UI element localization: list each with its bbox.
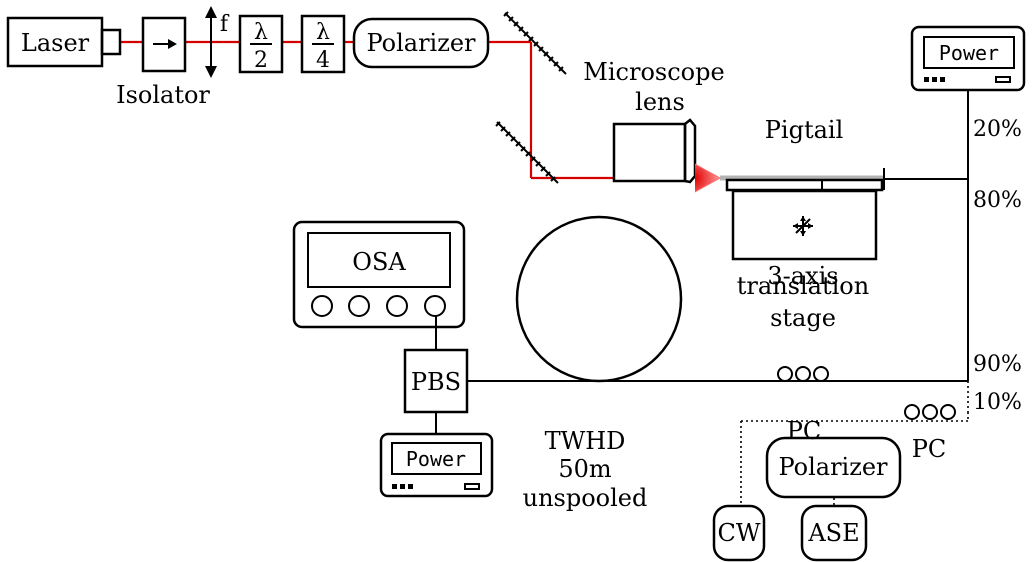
svg-text:TWHD: TWHD <box>545 427 626 455</box>
laser: Laser <box>6 16 122 68</box>
isolator-label: Isolator <box>116 81 210 109</box>
quarter-wave-plate: λ 4 <box>300 14 346 74</box>
quarter-wave-numerator: λ <box>316 20 330 45</box>
stage-label-line2: translation <box>737 272 869 300</box>
fiber-coil <box>515 215 683 383</box>
pbs: PBS <box>403 348 469 414</box>
pigtail-fiber: Pigtail <box>720 116 968 190</box>
ase-label: ASE <box>807 519 859 547</box>
cw-label: CW <box>717 519 760 547</box>
power-meter-bottom: Power <box>379 432 494 498</box>
polarizer-top-label: Polarizer <box>366 29 476 57</box>
osa: OSA <box>292 220 466 329</box>
stage-label-line1: 3-axis <box>767 262 838 290</box>
power-bottom-label: Power <box>406 447 466 471</box>
split-20-label: 20% <box>973 117 1022 142</box>
xyz-arrows-icon <box>793 216 813 236</box>
pigtail-label: Pigtail <box>765 116 844 144</box>
fiber-coil-label: TWHD 50m unspooled <box>523 427 648 512</box>
svg-text:unspooled: unspooled <box>523 484 648 512</box>
pbs-label: PBS <box>411 368 461 396</box>
mirror-top <box>503 11 567 75</box>
polarization-controller-side: PC <box>904 404 956 463</box>
quarter-wave-denominator: 4 <box>316 48 330 73</box>
split-90-label: 90% <box>973 352 1022 377</box>
half-wave-plate: λ 2 <box>238 14 284 74</box>
polarizer-bottom: Polarizer <box>765 436 902 499</box>
polarizer-bottom-label: Polarizer <box>778 453 888 481</box>
polarization-controller-main: PC <box>777 366 829 445</box>
half-wave-denominator: 2 <box>254 48 268 73</box>
half-wave-numerator: λ <box>254 20 268 45</box>
stage-label-line3: stage <box>770 304 836 332</box>
laser-label: Laser <box>21 29 90 57</box>
microscope-label-line2: lens <box>635 88 685 116</box>
microscope-label-line1: Microscope <box>583 58 724 86</box>
fiber-right-vertical: 20% 80% 90% 10% <box>967 90 1022 415</box>
split-80-label: 80% <box>973 188 1022 213</box>
svg-text:50m: 50m <box>558 455 612 483</box>
laser-beam <box>120 40 614 180</box>
power-meter-top: Power <box>910 25 1026 92</box>
pc-side-label: PC <box>912 435 947 463</box>
isolator: Isolator <box>116 16 210 109</box>
polarizer-top: Polarizer <box>352 17 490 69</box>
cw-source: CW <box>712 504 766 562</box>
power-top-label: Power <box>939 41 999 65</box>
translation-stage: 3-axis translation stage <box>725 178 884 332</box>
focal-label: f <box>220 12 230 37</box>
split-10-label: 10% <box>973 390 1022 415</box>
fiber-10-branch <box>740 412 969 506</box>
focusing-lens: f <box>205 6 230 78</box>
ase-source: ASE <box>800 504 868 562</box>
microscope-objective: Microscope lens <box>583 58 725 193</box>
osa-label: OSA <box>352 248 406 276</box>
mirror-bottom <box>495 121 559 184</box>
